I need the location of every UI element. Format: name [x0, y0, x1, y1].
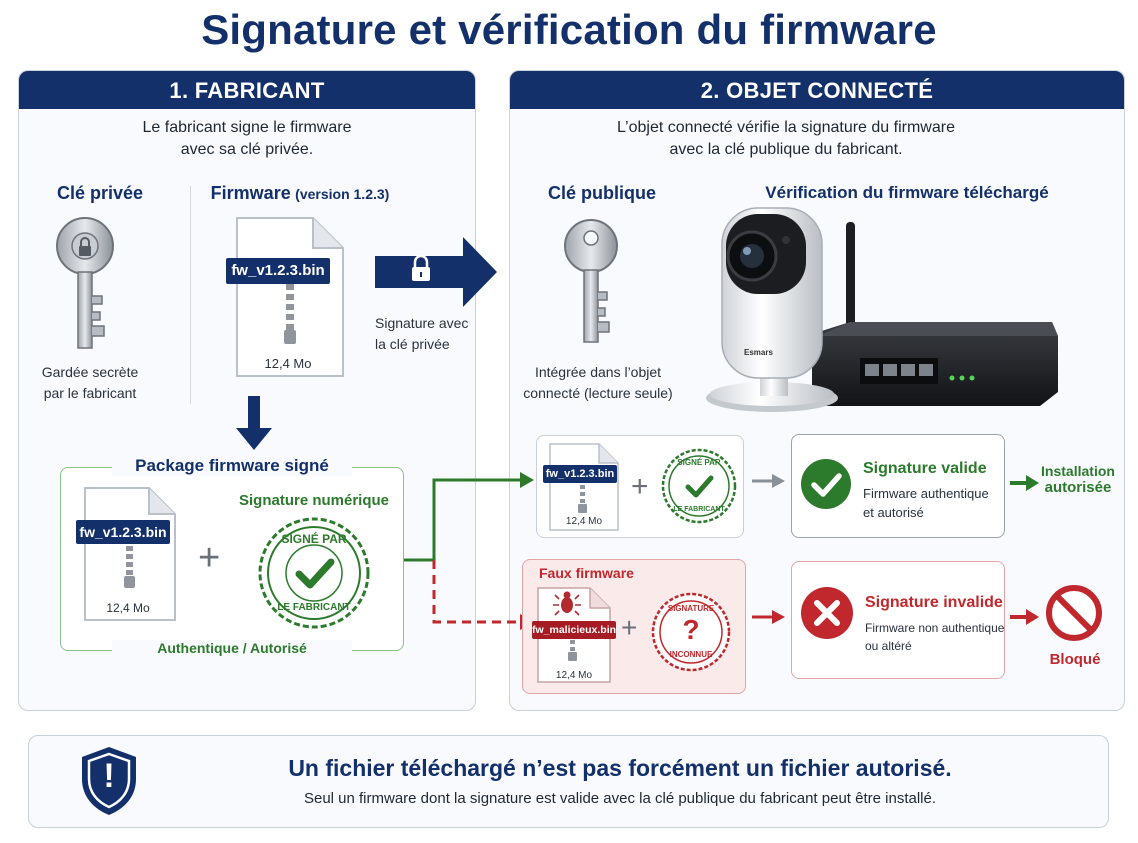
signed-package-title: Package firmware signé: [112, 456, 352, 476]
page-title: Signature et vérification du firmware: [201, 6, 937, 53]
private-key-title: Clé privée: [56, 183, 144, 203]
private-key-icon: [52, 216, 118, 350]
unknown-seal-bottom: INCONNUE: [669, 650, 713, 659]
signing-arrow: [375, 237, 499, 307]
manufacturer-header: 1. FABRICANT: [19, 71, 475, 109]
blocked-label: Bloqué: [1049, 651, 1101, 668]
firmware-filename: fw_v1.2.3.bin: [226, 258, 330, 284]
shield-mark: !: [103, 757, 115, 795]
firmware-title: Firmware (version 1.2.3): [200, 183, 400, 204]
blocked-icon: [1045, 584, 1103, 642]
private-key-caption-line2: par le fabricant: [43, 385, 137, 401]
down-arrow: [234, 396, 274, 452]
valid-result-line1: Firmware authentique: [863, 486, 989, 501]
firmware-version: (version 1.2.3): [295, 186, 390, 202]
seal-top-text: SIGNÉ PAR: [281, 532, 347, 546]
manufacturer-intro: Le fabricant signe le firmware avec sa c…: [18, 117, 476, 161]
unknown-seal-mark: ?: [682, 614, 700, 645]
installation-line2: autorisée: [1044, 479, 1112, 496]
package-size: 12,4 Mo: [106, 601, 150, 615]
valid-result-title: Signature valide: [863, 460, 987, 477]
valid-result-line2: et autorisé: [863, 505, 924, 520]
check-circle-icon: [800, 458, 852, 510]
download-check-title: Vérification du firmware téléchargé: [765, 183, 1049, 202]
manufacturer-intro-line2: avec sa clé privée.: [180, 141, 314, 158]
invalid-outcome-arrow: [1010, 608, 1040, 626]
signing-caption-line1: Signature avec: [375, 315, 469, 331]
package-plus: +: [198, 537, 221, 579]
footer-banner: [28, 735, 1109, 828]
device-header: 2. OBJET CONNECTÉ: [510, 71, 1124, 109]
installation-line1: Installation: [1041, 463, 1115, 479]
manufacturer-intro-line1: Le fabricant signe le firmware: [142, 119, 352, 136]
device-intro-line1: L’objet connecté vérifie la signature du…: [617, 119, 955, 136]
digital-signature-label: Signature numérique: [238, 492, 390, 509]
valid-size: 12,4 Mo: [565, 516, 603, 527]
unknown-signature-seal: SIGNATURE ? INCONNUE: [651, 592, 731, 672]
public-key-caption-line2: connecté (lecture seule): [523, 385, 673, 401]
unknown-seal-top: SIGNATURE: [667, 604, 715, 613]
seal-bottom-text: LE FABRICANT: [277, 602, 351, 613]
private-key-caption: Gardée secrète par le fabricant: [20, 362, 160, 404]
device-intro-line2: avec la clé publique du fabricant.: [669, 141, 903, 158]
valid-seal-bottom: LE FABRICANT: [673, 506, 725, 513]
invalid-result-line1: Firmware non authentique: [865, 621, 1005, 635]
valid-filename: fw_v1.2.3.bin: [543, 465, 617, 483]
invalid-result-title: Signature invalide: [865, 594, 1003, 611]
public-key-caption: Intégrée dans l’objet connecté (lecture …: [515, 362, 681, 404]
invalid-result-line2: ou altéré: [865, 639, 912, 653]
public-key-icon: [560, 218, 622, 344]
device-intro: L’objet connecté vérifie la signature du…: [509, 117, 1063, 161]
shield-icon: !: [78, 745, 140, 817]
package-to-checks-arrows: [404, 470, 536, 630]
valid-outcome-arrow: [1010, 474, 1040, 492]
vertical-divider: [190, 186, 191, 404]
footer-headline: Un fichier téléchargé n’est pas forcémen…: [288, 755, 952, 781]
public-key-caption-line1: Intégrée dans l’objet: [534, 364, 662, 380]
valid-result-text: Firmware authentique et autorisé: [863, 484, 989, 522]
cross-circle-icon: [800, 586, 854, 640]
fake-plus: +: [621, 612, 638, 643]
footer-subtext: Seul un firmware dont la signature est v…: [303, 790, 937, 807]
valid-seal: SIGNÉ PAR LE FABRICANT: [661, 448, 737, 524]
signing-arrow-caption: Signature avec la clé privée: [375, 313, 495, 355]
fake-filename: fw_malicieux.bin: [532, 621, 616, 639]
valid-seal-top: SIGNÉ PAR: [677, 458, 721, 467]
package-footer: Authentique / Autorisé: [112, 640, 352, 656]
installation-authorized: Installation autorisée: [1036, 463, 1120, 496]
invalid-to-result-arrow: [752, 608, 786, 626]
signing-caption-line2: la clé privée: [375, 336, 450, 352]
valid-plus: +: [631, 470, 649, 503]
seal-signed-by-manufacturer: SIGNÉ PAR LE FABRICANT: [257, 516, 371, 630]
fake-size: 12,4 Mo: [555, 670, 593, 681]
invalid-result-text: Firmware non authentique ou altéré: [865, 619, 1004, 655]
camera-router-illustration: Esmars: [700, 206, 1060, 416]
firmware-title-text: Firmware: [210, 183, 291, 203]
firmware-file-icon: [233, 214, 347, 380]
private-key-caption-line1: Gardée secrète: [41, 364, 139, 380]
public-key-title: Clé publique: [548, 183, 656, 203]
fake-firmware-label: Faux firmware: [539, 565, 634, 581]
camera-brand: Esmars: [744, 348, 773, 357]
firmware-size: 12,4 Mo: [264, 356, 312, 371]
package-filename: fw_v1.2.3.bin: [76, 520, 170, 544]
valid-to-result-arrow: [752, 472, 786, 490]
